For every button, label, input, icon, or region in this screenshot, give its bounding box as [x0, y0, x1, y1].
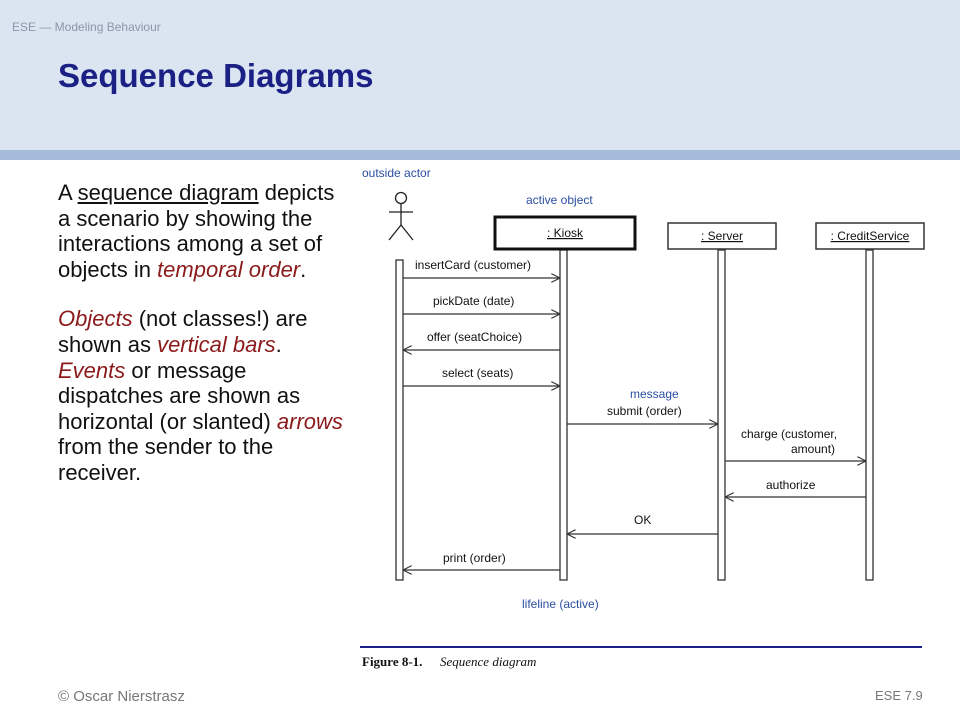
message-insertcard: insertCard (customer) [403, 258, 560, 278]
body-text: A sequence diagram depicts a scenario by… [58, 180, 348, 510]
object-box-server [667, 222, 777, 250]
text-span: from the sender to the receiver. [58, 434, 274, 485]
term-sequence-diagram: sequence diagram [77, 180, 259, 205]
term-events: Events [58, 357, 126, 383]
actor-icon [388, 191, 414, 241]
message-authorize: authorize [725, 478, 866, 497]
message-label: pickDate (date) [433, 294, 514, 308]
footer-page-number: ESE 7.9 [875, 688, 923, 703]
message-label: insertCard (customer) [415, 258, 531, 272]
header-background [0, 0, 960, 150]
message-label: submit (order) [607, 404, 682, 418]
footer-author: © Oscar Nierstrasz [58, 688, 185, 705]
object-box-creditservice [815, 222, 925, 250]
header-divider [0, 150, 960, 160]
text-span: or message dispatches are shown as horiz… [58, 357, 301, 434]
text-span: (not classes!) are shown as [58, 306, 308, 357]
slide-title: Sequence Diagrams [58, 57, 374, 94]
annotation-lifeline: lifeline (active) [522, 597, 599, 611]
message-select: select (seats) [403, 366, 560, 386]
message-charge: charge (customer, amount) [725, 427, 866, 461]
lifeline-creditservice [865, 249, 874, 581]
annotation-active-object: active object [526, 193, 593, 207]
caption-figure-number: Figure 8-1. [362, 654, 422, 669]
message-label: authorize [766, 478, 816, 492]
paragraph-notation: Objects (not classes!) are shown as vert… [58, 306, 348, 485]
term-objects: Objects [58, 306, 133, 332]
object-box-kiosk [493, 215, 637, 251]
message-pickdate: pickDate (date) [403, 294, 560, 314]
message-label: offer (seatChoice) [427, 330, 522, 344]
text-span: depicts a scenario by showing the intera… [58, 180, 335, 282]
lifeline-kiosk [559, 249, 568, 581]
term-vertical-bars: vertical bars [157, 331, 276, 357]
object-label-server: : Server [701, 229, 743, 243]
object-label-creditservice: : CreditService [831, 229, 910, 243]
annotation-outside-actor: outside actor [362, 166, 431, 180]
message-label: OK [634, 513, 651, 527]
message-label-line1: charge (customer, [741, 427, 837, 441]
text-span: A [58, 180, 78, 205]
annotation-message: message [630, 387, 679, 401]
message-ok: OK [567, 513, 718, 534]
text-span: . [275, 331, 282, 357]
message-label: print (order) [443, 551, 506, 565]
lifeline-actor [395, 259, 404, 581]
message-submit: submit (order) [567, 404, 718, 424]
message-print: print (order) [403, 551, 560, 570]
term-arrows: arrows [276, 408, 343, 434]
lifeline-server [717, 249, 726, 581]
object-label-kiosk: : Kiosk [547, 226, 584, 240]
term-temporal-order: temporal order [157, 256, 301, 282]
course-title: ESE — Modeling Behaviour [12, 20, 161, 34]
message-label: select (seats) [442, 366, 513, 380]
message-offer: offer (seatChoice) [403, 330, 560, 350]
text-span: . [300, 256, 307, 282]
caption-text: Sequence diagram [440, 654, 536, 669]
paragraph-definition: A sequence diagram depicts a scenario by… [58, 180, 348, 282]
message-label-line2: amount) [791, 442, 835, 456]
